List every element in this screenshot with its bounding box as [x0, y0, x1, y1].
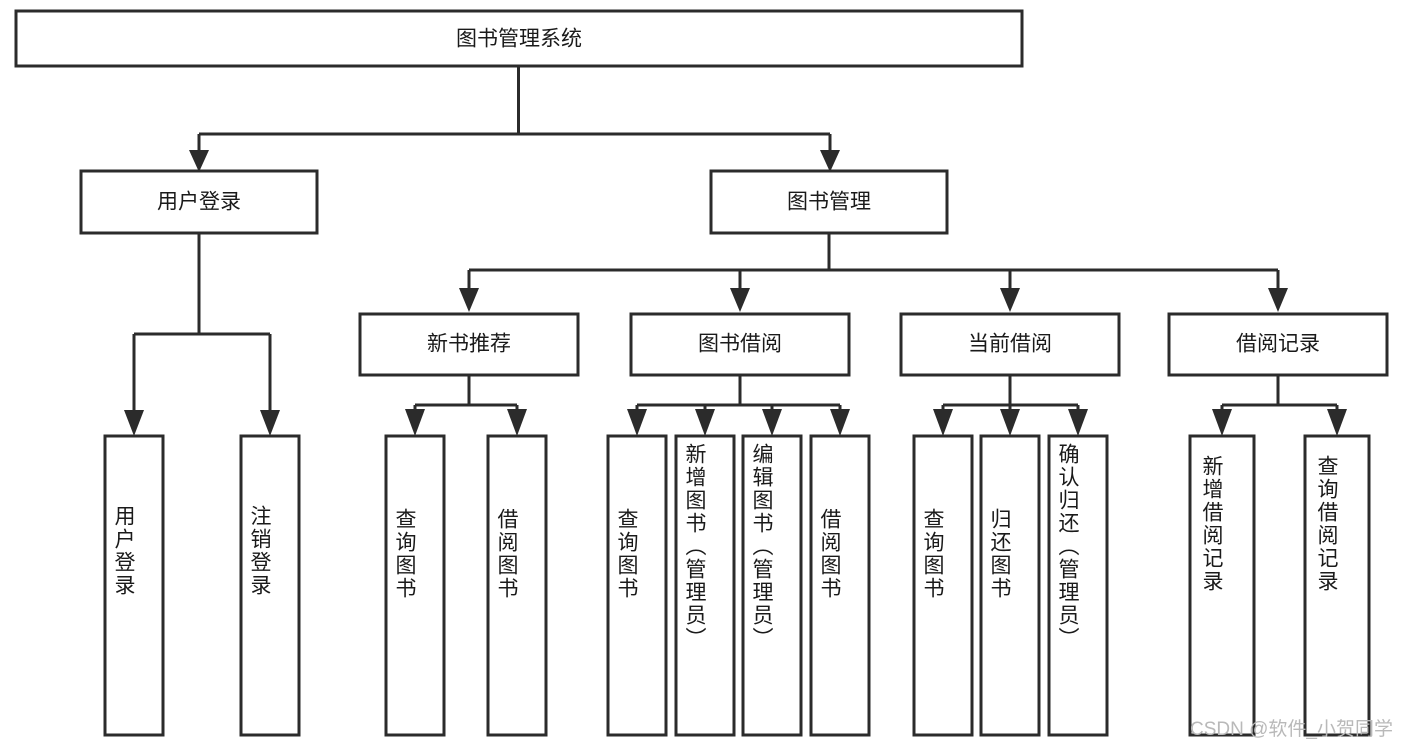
arrow-icon-borrow-record [1268, 288, 1288, 312]
arrow-icon-leaf-edit-book [762, 409, 782, 436]
arrow-icon-leaf-query-book-2 [627, 409, 647, 436]
node-leaf-return-book[interactable] [979, 434, 1041, 737]
arrow-icon-leaf-borrow-book-2 [830, 409, 850, 436]
arrow-icon-new-book-rec [459, 288, 479, 312]
node-leaf-query-book-3[interactable] [912, 434, 974, 737]
node-borrow-record-label: 借阅记录 [1236, 333, 1320, 356]
node-book-borrow[interactable] [629, 312, 851, 377]
arrow-icon-book-borrow [730, 288, 750, 312]
arrow-icon-user-login [189, 150, 209, 172]
node-book-borrow-label: 图书借阅 [698, 333, 782, 356]
arrow-icon-leaf-borrow-book-1 [507, 409, 527, 436]
node-leaf-query-record[interactable] [1303, 434, 1371, 737]
node-root-label: 图书管理系统 [456, 28, 582, 51]
arrow-icon-leaf-add-book [695, 409, 715, 436]
arrow-icon-current-borrow [1000, 288, 1020, 312]
node-box-layer: 图书管理系统 用户登录 图书管理 新书推荐 图书借阅 当前借阅 借阅记录 [14, 9, 1389, 737]
node-borrow-record[interactable] [1167, 312, 1389, 377]
node-new-book-rec[interactable] [358, 312, 580, 377]
arrow-icon-leaf-query-book-1 [405, 409, 425, 436]
arrow-icon-leaf-return-book [1000, 409, 1020, 436]
node-leaf-add-book[interactable] [674, 434, 736, 737]
node-current-borrow[interactable] [899, 312, 1121, 377]
node-leaf-user-logout[interactable] [239, 434, 301, 737]
node-current-borrow-label: 当前借阅 [968, 333, 1052, 356]
node-new-book-rec-label: 新书推荐 [427, 333, 511, 356]
node-book-manage[interactable] [709, 169, 949, 235]
arrowhead-layer [124, 150, 1347, 436]
node-leaf-borrow-book-2[interactable] [809, 434, 871, 737]
arrow-icon-leaf-query-record [1327, 409, 1347, 436]
node-leaf-edit-book[interactable] [741, 434, 803, 737]
node-root[interactable] [14, 9, 1024, 68]
arrow-icon-leaf-query-book-3 [933, 409, 953, 436]
node-leaf-user-login[interactable] [103, 434, 165, 737]
arrow-icon-leaf-confirm-return [1068, 409, 1088, 436]
node-leaf-query-book-1[interactable] [384, 434, 446, 737]
node-book-manage-label: 图书管理 [787, 191, 871, 214]
arrow-icon-leaf-user-login [124, 410, 144, 436]
csdn-watermark: CSDN @软件_小贺同学 [1190, 719, 1393, 740]
arrow-icon-leaf-add-record [1212, 409, 1232, 436]
node-user-login[interactable] [79, 169, 319, 235]
node-user-login-label: 用户登录 [157, 191, 241, 214]
arrow-icon-book-manage [820, 150, 840, 172]
node-leaf-query-book-2[interactable] [606, 434, 668, 737]
node-leaf-add-record[interactable] [1188, 434, 1256, 737]
node-leaf-confirm-return[interactable] [1047, 434, 1109, 737]
arrow-icon-leaf-user-logout [260, 410, 280, 436]
node-leaf-borrow-book-1[interactable] [486, 434, 548, 737]
